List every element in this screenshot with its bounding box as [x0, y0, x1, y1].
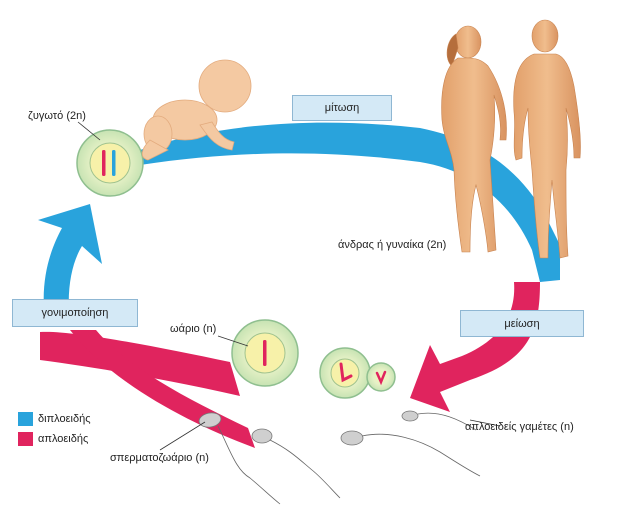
meiosis-label-box: μείωση — [460, 310, 584, 337]
man-figure-icon — [513, 19, 581, 259]
haploid-arrow-right — [410, 282, 540, 412]
gametes-leader-line — [469, 419, 501, 427]
zygote-leader-line — [77, 121, 101, 141]
fertilization-label-box: γονιμοποίηση — [12, 299, 138, 327]
egg-leader-line — [217, 335, 249, 347]
gametes-label: απλοειδείς γαμέτες (n) — [465, 421, 574, 433]
egg-label: ωάριο (n) — [170, 323, 217, 335]
diploid-arrow-top — [140, 122, 560, 282]
meiosis-cells-icon — [319, 347, 396, 399]
zygote-cell-icon — [76, 129, 144, 197]
zygote-label: ζυγωτό (2n) — [28, 110, 86, 122]
legend-swatch-diploid — [18, 412, 33, 426]
mitosis-label-box: μίτωση — [292, 95, 392, 121]
baby-figure-icon — [141, 59, 252, 161]
sperm-leader-line — [159, 421, 206, 451]
legend-label-diploid: διπλοειδής — [38, 413, 91, 425]
egg-cell-icon — [231, 319, 299, 387]
diploid-arrow-left — [38, 204, 102, 322]
adult-label: άνδρας ή γυναίκα (2n) — [338, 239, 447, 251]
legend-label-haploid: απλοειδής — [38, 433, 89, 445]
sperm-label: σπερματοζωάριο (n) — [110, 452, 209, 464]
sperm-icon — [198, 410, 481, 505]
legend-swatch-haploid — [18, 432, 33, 446]
woman-figure-icon — [441, 25, 507, 253]
